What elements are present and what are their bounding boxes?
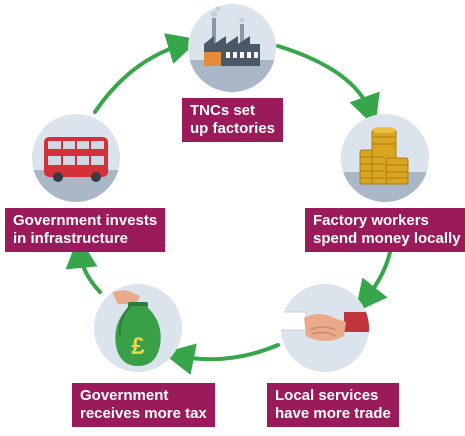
- arrow-factory-to-coins: [276, 44, 380, 128]
- handshake-icon: [281, 284, 369, 372]
- step-label-government-invests-infrastructure: Government invests in infrastructure: [5, 208, 166, 252]
- step-label-tncs-set-up-factories: TNCs set up factories: [182, 98, 284, 142]
- arrow-bag-to-bus: [65, 236, 102, 294]
- step-label-line-1: Government: [80, 387, 169, 404]
- step-label-local-services-more-trade: Local services have more trade: [267, 383, 399, 427]
- cycle-arrows: [65, 33, 392, 375]
- step-label-factory-workers-spend-money: Factory workers spend money locally: [305, 208, 465, 252]
- arrow-bus-to-factory: [93, 33, 200, 114]
- money-bag-icon: £: [94, 284, 182, 372]
- step-label-line-1: TNCs set: [190, 102, 256, 119]
- step-label-line-1: Government invests: [13, 212, 158, 229]
- step-label-line-2: spend money locally: [313, 230, 461, 247]
- arrow-handshake-to-bag: [162, 343, 280, 375]
- coins-icon: [341, 114, 429, 202]
- step-label-line-2: in infrastructure: [13, 230, 129, 247]
- arrow-coins-to-handshake: [355, 250, 392, 313]
- step-label-line-2: up factories: [190, 120, 276, 137]
- pound-symbol: £: [131, 333, 145, 360]
- step-label-government-receives-tax: Government receives more tax: [72, 383, 215, 427]
- step-label-line-1: Local services: [275, 387, 379, 404]
- bus-icon: [32, 114, 120, 202]
- step-label-line-2: have more trade: [275, 405, 391, 422]
- factory-icon: [188, 4, 276, 92]
- step-label-line-1: Factory workers: [313, 212, 429, 229]
- step-label-line-2: receives more tax: [80, 405, 207, 422]
